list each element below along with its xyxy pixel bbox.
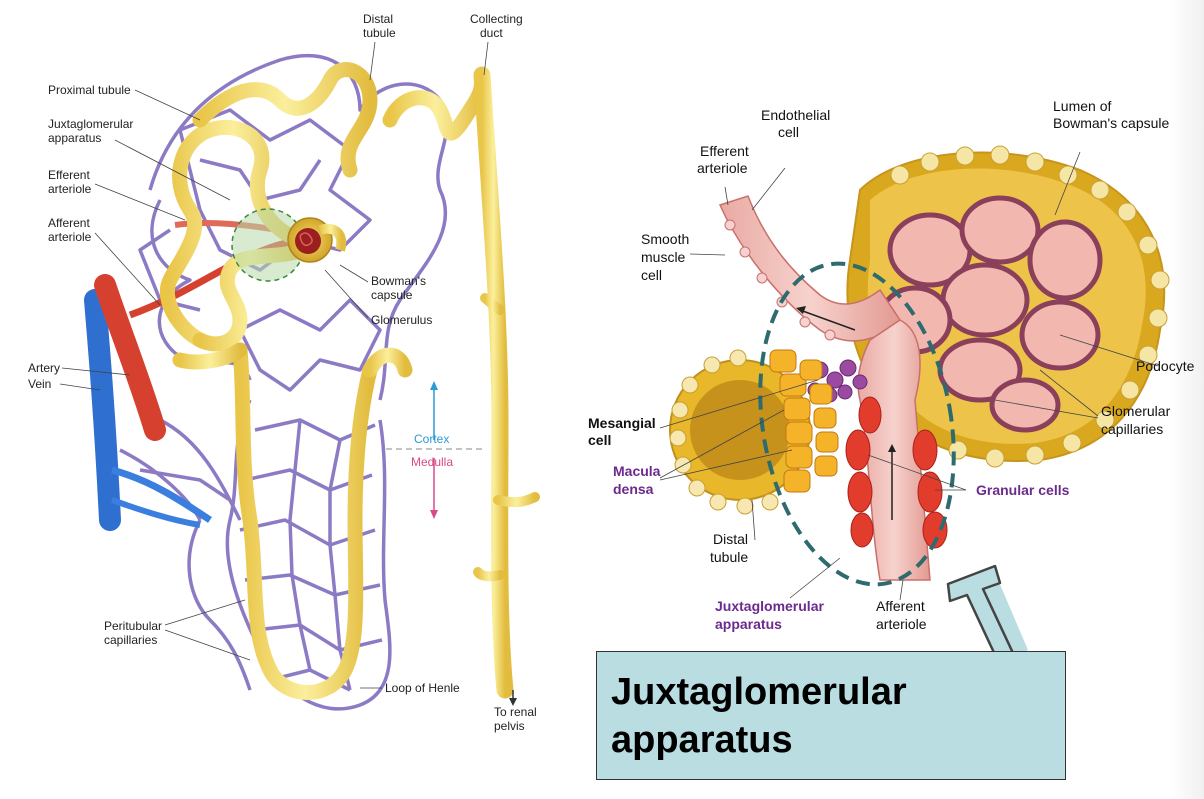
vein-vessel [84, 289, 121, 531]
label-loop-henle: Loop of Henle [385, 681, 460, 695]
label-granular-cells: Granular cells [976, 482, 1070, 498]
label-macula-2: densa [613, 481, 654, 497]
label-renal-1: To renal [494, 705, 537, 719]
label-glomerular-1: Glomerular [1101, 403, 1171, 419]
label-efferent-right-1: Efferent [700, 143, 749, 159]
label-afferent-left-2: arteriole [48, 230, 92, 244]
label-renal-2: pelvis [494, 719, 525, 733]
callout-box: Juxtaglomerular apparatus [596, 651, 1066, 780]
label-medulla: Medulla [411, 455, 453, 469]
callout-arrow [968, 568, 1028, 656]
label-smooth-1: Smooth [641, 231, 689, 247]
label-jga-right-2: apparatus [715, 616, 782, 632]
peritubular-capillary-network [119, 53, 449, 711]
label-lumen-2: Bowman's capsule [1053, 115, 1170, 131]
label-lumen-1: Lumen of [1053, 98, 1111, 114]
label-distal-left-2: tubule [363, 26, 396, 40]
label-jga-right-1: Juxtaglomerular [715, 598, 824, 614]
label-bowmans-2: capsule [371, 288, 413, 302]
label-proximal-tubule: Proximal tubule [48, 83, 131, 97]
label-mesangial-1: Mesangial [588, 415, 656, 431]
label-smooth-2: muscle [641, 249, 686, 265]
label-efferent-left-1: Efferent [48, 168, 90, 182]
label-podocyte: Podocyte [1136, 358, 1195, 374]
callout-title: Juxtaglomerular apparatus [611, 668, 907, 764]
left-leader-lines [59, 41, 489, 689]
label-distal-right-1: Distal [713, 531, 748, 547]
jga-dashed-outline [758, 261, 956, 587]
glomerular-capillaries-shapes [877, 195, 1103, 433]
label-macula-1: Macula [613, 463, 661, 479]
label-jga-left-2: apparatus [48, 131, 101, 145]
glomerulus-shape [295, 228, 321, 254]
label-peritubular-2: capillaries [104, 633, 157, 647]
label-efferent-left-2: arteriole [48, 182, 92, 196]
label-afferent-right-1: Afferent [876, 598, 925, 614]
label-afferent-right-2: arteriole [876, 616, 927, 632]
right-leader-lines [659, 151, 1159, 601]
label-mesangial-2: cell [588, 432, 611, 448]
collecting-duct [473, 66, 540, 699]
label-distal-left-1: Distal [363, 12, 393, 26]
callout-line-1: Juxtaglomerular [611, 671, 907, 713]
slide-edge [1170, 0, 1204, 799]
distal-tubule-cells [669, 349, 779, 515]
label-endothelial-2: cell [778, 124, 799, 140]
label-glomerular-2: capillaries [1101, 421, 1163, 437]
granular-cells-shapes [845, 396, 948, 549]
label-smooth-3: cell [641, 267, 662, 283]
label-artery: Artery [28, 361, 60, 375]
label-collecting-1: Collecting [470, 12, 523, 26]
label-peritubular-1: Peritubular [104, 619, 162, 633]
left-nephron-diagram: Proximal tubule Juxtaglomerular apparatu… [28, 12, 540, 733]
label-efferent-right-2: arteriole [697, 160, 748, 176]
macula-densa-cells [769, 349, 839, 493]
label-jga-left-1: Juxtaglomerular [48, 117, 133, 131]
label-endothelial-1: Endothelial [761, 107, 830, 123]
label-afferent-left-1: Afferent [48, 216, 90, 230]
right-jga-diagram: Endothelial cell Efferent arteriole Lume… [588, 98, 1195, 676]
nephron-tubules [159, 62, 490, 700]
artery-vessel [94, 274, 166, 441]
capsule-epithelium [890, 145, 1170, 468]
label-collecting-2: duct [480, 26, 503, 40]
label-glomerulus: Glomerulus [371, 313, 432, 327]
label-distal-right-2: tubule [710, 549, 748, 565]
label-bowmans-1: Bowman's [371, 274, 426, 288]
label-vein: Vein [28, 377, 51, 391]
callout-line-2: apparatus [611, 719, 793, 761]
label-cortex: Cortex [414, 432, 449, 446]
